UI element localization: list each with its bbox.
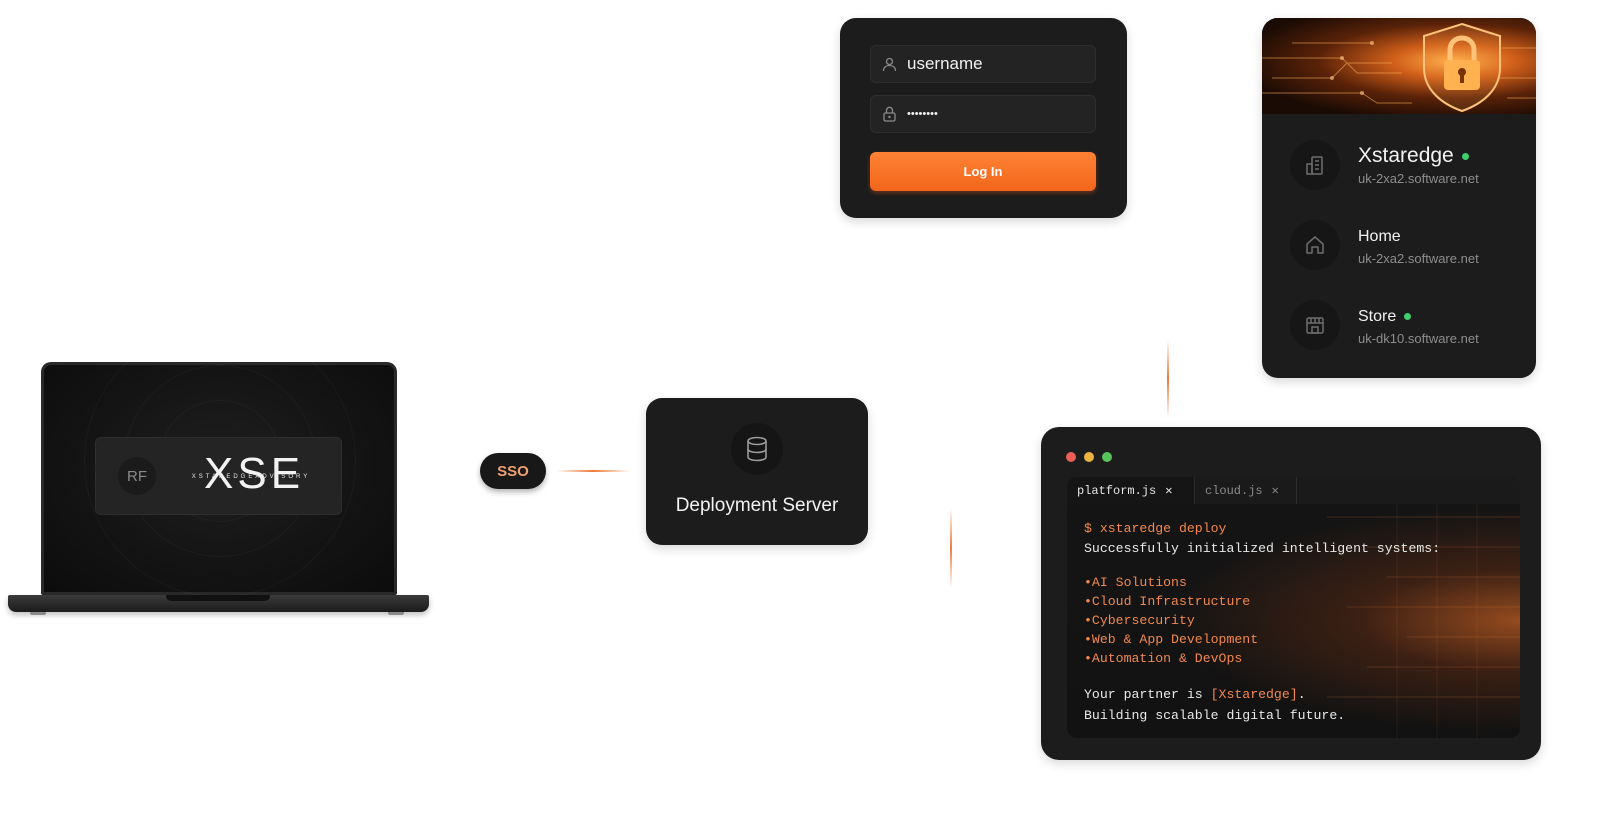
close-icon[interactable]: ✕: [1271, 484, 1279, 498]
close-window-button[interactable]: [1066, 452, 1076, 462]
connector-line: [556, 470, 630, 472]
store-icon: [1290, 300, 1340, 350]
site-item[interactable]: Xstaredge uk-2xa2.software.net: [1262, 130, 1536, 200]
sites-panel: Xstaredge uk-2xa2.software.net Home uk-2…: [1262, 18, 1536, 378]
terminal-body: platform.js✕ cloud.js✕ $ xstaredge deplo…: [1067, 477, 1520, 738]
site-name: Home: [1358, 228, 1401, 245]
brand-logo-subtitle: XSTAREDGEADVISORY: [191, 474, 311, 480]
database-icon: [731, 423, 783, 475]
laptop-base: [8, 595, 429, 612]
online-status-dot: [1461, 152, 1469, 160]
maximize-window-button[interactable]: [1102, 452, 1112, 462]
shield-lock-icon: [1262, 22, 1536, 113]
site-name: Xstaredge: [1358, 144, 1469, 168]
list-item: •Cybersecurity: [1084, 613, 1195, 628]
security-banner: [1262, 18, 1536, 114]
connector-line: [1167, 340, 1169, 418]
minimize-window-button[interactable]: [1084, 452, 1094, 462]
lock-icon: [871, 106, 907, 122]
brand-logo: XSE: [204, 449, 305, 498]
terminal-background-decoration: [1327, 504, 1520, 738]
username-input[interactable]: [907, 54, 1077, 74]
deployment-server-title: Deployment Server: [675, 495, 839, 516]
terminal-output: Successfully initialized intelligent sys…: [1084, 541, 1441, 556]
terminal-output: Building scalable digital future.: [1084, 708, 1346, 723]
connector-line: [950, 508, 952, 588]
site-item[interactable]: Store uk-dk10.software.net: [1262, 290, 1536, 360]
laptop-foot: [30, 612, 46, 615]
password-field[interactable]: [870, 95, 1096, 133]
close-icon[interactable]: ✕: [1165, 484, 1173, 498]
tab-platform-js[interactable]: platform.js✕: [1067, 477, 1195, 504]
terminal-output: Your partner is [Xstaredge].: [1084, 687, 1306, 702]
building-icon: [1290, 140, 1340, 190]
tab-cloud-js[interactable]: cloud.js✕: [1195, 477, 1297, 504]
list-item: •AI Solutions: [1084, 575, 1187, 590]
username-field[interactable]: [870, 45, 1096, 83]
avatar: RF: [118, 457, 156, 495]
online-status-dot: [1404, 313, 1412, 321]
home-icon: [1290, 220, 1340, 270]
site-name: Store: [1358, 308, 1412, 326]
site-item[interactable]: Home uk-2xa2.software.net: [1262, 210, 1536, 280]
laptop-notch: [166, 595, 270, 601]
site-host: uk-2xa2.software.net: [1358, 251, 1479, 266]
password-input[interactable]: [907, 108, 1077, 120]
site-host: uk-dk10.software.net: [1358, 331, 1479, 346]
sso-badge[interactable]: SSO: [480, 453, 546, 489]
user-icon: [871, 57, 907, 72]
list-item: •Web & App Development: [1084, 632, 1259, 647]
terminal-command: $ xstaredge deploy: [1084, 521, 1227, 536]
laptop-foot: [388, 612, 404, 615]
site-host: uk-2xa2.software.net: [1358, 171, 1479, 186]
list-item: •Automation & DevOps: [1084, 651, 1243, 666]
list-item: •Cloud Infrastructure: [1084, 594, 1251, 609]
terminal-tabbar: platform.js✕ cloud.js✕: [1067, 477, 1520, 504]
login-button[interactable]: Log In: [870, 152, 1096, 191]
